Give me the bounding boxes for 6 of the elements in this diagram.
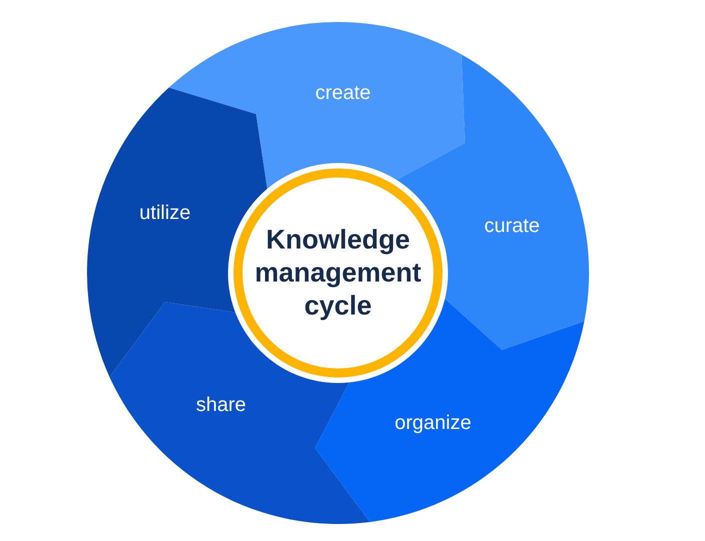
step-label: curate	[484, 214, 540, 238]
center-title: Knowledge management cycle	[254, 224, 422, 322]
step-label: create	[315, 81, 371, 105]
step-label: organize	[394, 411, 472, 435]
step-label: utilize	[139, 201, 191, 225]
step-label: share	[196, 393, 246, 417]
